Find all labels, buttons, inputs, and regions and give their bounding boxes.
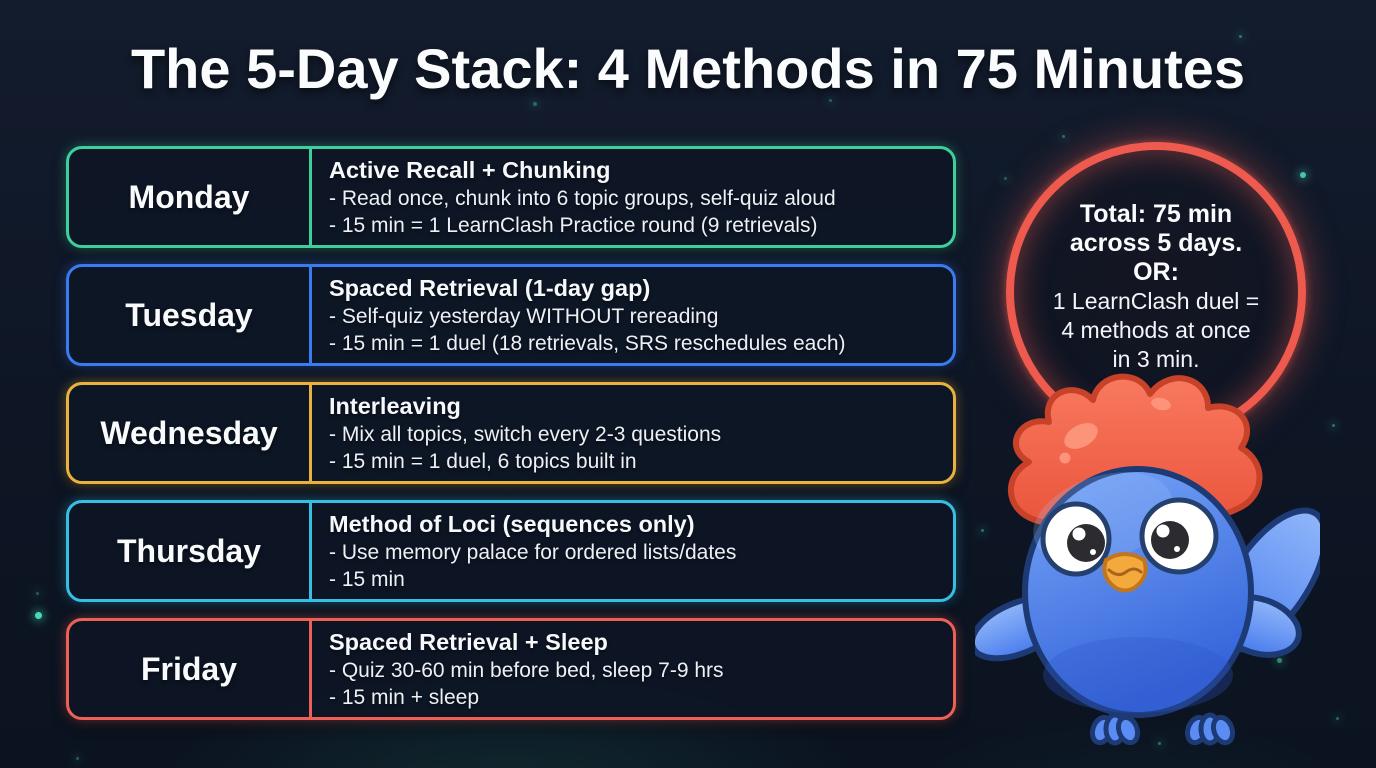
method-title: Interleaving (329, 393, 461, 419)
day-label: Friday (69, 621, 312, 717)
schedule-row-friday: Friday Spaced Retrieval + Sleep - Quiz 3… (66, 618, 956, 720)
mascot-feet (1089, 712, 1236, 746)
method-cell: Active Recall + Chunking - Read once, ch… (312, 149, 953, 245)
method-point: - Self-quiz yesterday WITHOUT rereading (329, 305, 719, 328)
method-point: - 15 min = 1 LearnClash Practice round (… (329, 214, 818, 237)
method-title: Spaced Retrieval + Sleep (329, 629, 608, 655)
method-point: - 15 min = 1 duel, 6 topics built in (329, 450, 637, 473)
schedule-row-monday: Monday Active Recall + Chunking - Read o… (66, 146, 956, 248)
schedule-table: Monday Active Recall + Chunking - Read o… (66, 146, 956, 736)
schedule-row-wednesday: Wednesday Interleaving - Mix all topics,… (66, 382, 956, 484)
day-label: Monday (69, 149, 312, 245)
method-point: - 15 min = 1 duel (18 retrievals, SRS re… (329, 332, 846, 355)
method-point: - Read once, chunk into 6 topic groups, … (329, 187, 836, 210)
star-icon (1300, 172, 1306, 178)
badge-line: OR: (1133, 258, 1179, 286)
method-point: - Quiz 30-60 min before bed, sleep 7-9 h… (329, 659, 724, 682)
star-icon (829, 99, 832, 102)
star-icon (1277, 658, 1282, 663)
page-title: The 5-Day Stack: 4 Methods in 75 Minutes (130, 37, 1246, 100)
method-point: - 15 min (329, 568, 405, 591)
badge-line: across 5 days. (1069, 229, 1243, 257)
badge-line: in 3 min. (1112, 346, 1200, 372)
star-icon (1336, 717, 1339, 720)
method-title: Active Recall + Chunking (329, 157, 611, 183)
method-cell: Spaced Retrieval (1-day gap) - Self-quiz… (312, 267, 953, 363)
day-label: Thursday (69, 503, 312, 599)
star-icon (1062, 135, 1065, 138)
star-icon (1239, 35, 1242, 38)
badge-line: 4 methods at once (1061, 317, 1251, 343)
star-icon (35, 612, 42, 619)
method-cell: Spaced Retrieval + Sleep - Quiz 30-60 mi… (312, 621, 953, 717)
method-point: - 15 min + sleep (329, 686, 479, 709)
star-icon (36, 592, 39, 595)
mascot-eyes (1040, 497, 1219, 577)
star-icon (1004, 177, 1007, 180)
day-label: Wednesday (69, 385, 312, 481)
badge-line: 1 LearnClash duel = (1052, 288, 1260, 314)
badge-line: Total: 75 min (1079, 200, 1233, 228)
total-time-badge-text: Total: 75 min across 5 days. OR: 1 Learn… (1028, 200, 1284, 374)
star-icon (1158, 742, 1161, 745)
star-icon (533, 102, 537, 106)
schedule-row-tuesday: Tuesday Spaced Retrieval (1-day gap) - S… (66, 264, 956, 366)
mascot-beak (1102, 552, 1148, 593)
blue-bird-mascot-icon (975, 373, 1320, 746)
method-title: Method of Loci (sequences only) (329, 511, 695, 537)
method-title: Spaced Retrieval (1-day gap) (329, 275, 651, 301)
star-icon (981, 529, 984, 532)
method-point: - Mix all topics, switch every 2-3 quest… (329, 423, 722, 446)
star-icon (1332, 424, 1335, 427)
method-cell: Interleaving - Mix all topics, switch ev… (312, 385, 953, 481)
method-point: - Use memory palace for ordered lists/da… (329, 541, 737, 564)
method-cell: Method of Loci (sequences only) - Use me… (312, 503, 953, 599)
schedule-row-thursday: Thursday Method of Loci (sequences only)… (66, 500, 956, 602)
star-icon (76, 757, 79, 760)
day-label: Tuesday (69, 267, 312, 363)
